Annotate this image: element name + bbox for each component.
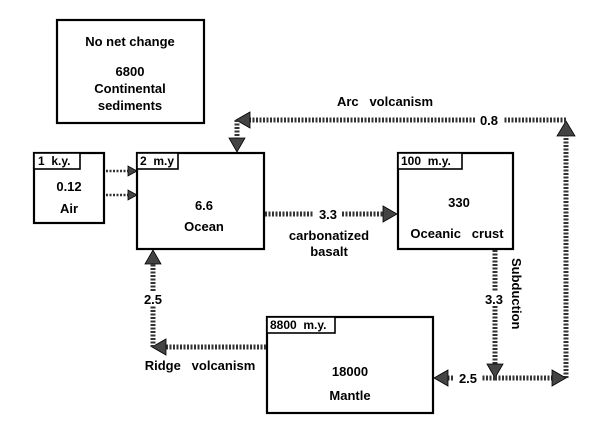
subduction-arrowhead xyxy=(486,363,504,379)
ridge-volcanism-label: Ridge volcanism xyxy=(145,358,256,373)
sediments-label-line1: Continental xyxy=(94,81,166,96)
arc-to-ocean-arrowhead xyxy=(228,137,246,153)
air-residence: 1 k.y. xyxy=(38,154,70,168)
subduction-flux: 3.3 Subduction xyxy=(480,250,524,379)
sediments-box xyxy=(55,18,206,125)
carbonatized-label-line2: basalt xyxy=(310,244,348,259)
oceanic-crust-label: Oceanic crust xyxy=(410,226,504,241)
ridge-left-arrowhead xyxy=(151,338,167,356)
air-ocean-exchange xyxy=(106,165,138,201)
arc-up-arrowhead xyxy=(556,120,576,137)
ridge-value: 2.5 xyxy=(144,292,162,307)
carbonatized-value-bg xyxy=(314,207,342,221)
mantle-value: 18000 xyxy=(332,364,368,379)
subduction-value-bg xyxy=(480,292,508,306)
subduction-value: 3.3 xyxy=(485,292,503,307)
ocean-label: Ocean xyxy=(184,219,224,234)
oceanic-crust-value: 330 xyxy=(448,195,470,210)
sediments-reservoir: No net change 6800 Continental sediments xyxy=(55,18,206,125)
arc-left-arrowhead xyxy=(235,111,251,129)
mantle-residence: 8800 m.y. xyxy=(270,318,326,332)
arc-volcanism-value: 0.8 xyxy=(480,113,498,128)
air-value: 0.12 xyxy=(56,179,81,194)
air-reservoir: 1 k.y. 0.12 Air xyxy=(32,151,106,225)
mantle-return-value-bg xyxy=(454,371,482,385)
mantle-label: Mantle xyxy=(329,388,370,403)
air-residence-tag xyxy=(33,152,81,170)
arc-volcanism-label: Arc volcanism xyxy=(337,94,433,109)
sediments-value: 6800 xyxy=(116,64,145,79)
carbonatized-value: 3.3 xyxy=(319,207,337,222)
junction-to-arc-arrowhead xyxy=(551,369,567,387)
sediments-label-line2: sediments xyxy=(98,98,162,113)
junction-split-flux: 2.5 xyxy=(433,369,567,387)
ridge-value-bg xyxy=(139,292,167,306)
ocean-value: 6.6 xyxy=(195,198,213,213)
oceanic-crust-residence-tag xyxy=(397,152,463,170)
ocean-to-crust-arrowhead xyxy=(382,205,398,223)
mantle-residence-tag xyxy=(266,316,336,334)
carbonatized-basalt-flux: 3.3 carbonatized basalt xyxy=(265,205,398,259)
mantle-reservoir: 8800 m.y. 18000 Mantle xyxy=(265,315,435,415)
oceanic-crust-residence: 100 m.y. xyxy=(401,154,451,168)
junction-to-mantle-arrowhead xyxy=(433,369,449,387)
air-ocean-lower-arrowhead xyxy=(127,189,138,201)
ridge-volcanism-flux: 2.5 Ridge volcanism xyxy=(139,249,266,373)
oceanic-crust-reservoir: 100 m.y. 330 Oceanic crust xyxy=(396,151,515,251)
sediments-title: No net change xyxy=(85,34,175,49)
arc-value-bg xyxy=(475,113,503,127)
ocean-residence: 2 m.y xyxy=(140,154,174,168)
carbonatized-label-line1: carbonatized xyxy=(289,228,369,243)
air-label: Air xyxy=(60,201,78,216)
arc-volcanism-flux: 0.8 Arc volcanism xyxy=(228,94,576,378)
ridge-up-arrowhead xyxy=(144,249,162,265)
ocean-reservoir: 2 m.y 6.6 Ocean xyxy=(135,151,266,251)
subduction-label: Subduction xyxy=(509,258,524,330)
ocean-residence-tag xyxy=(136,152,179,170)
mantle-return-value: 2.5 xyxy=(459,371,477,386)
air-ocean-upper-arrowhead xyxy=(127,165,138,177)
